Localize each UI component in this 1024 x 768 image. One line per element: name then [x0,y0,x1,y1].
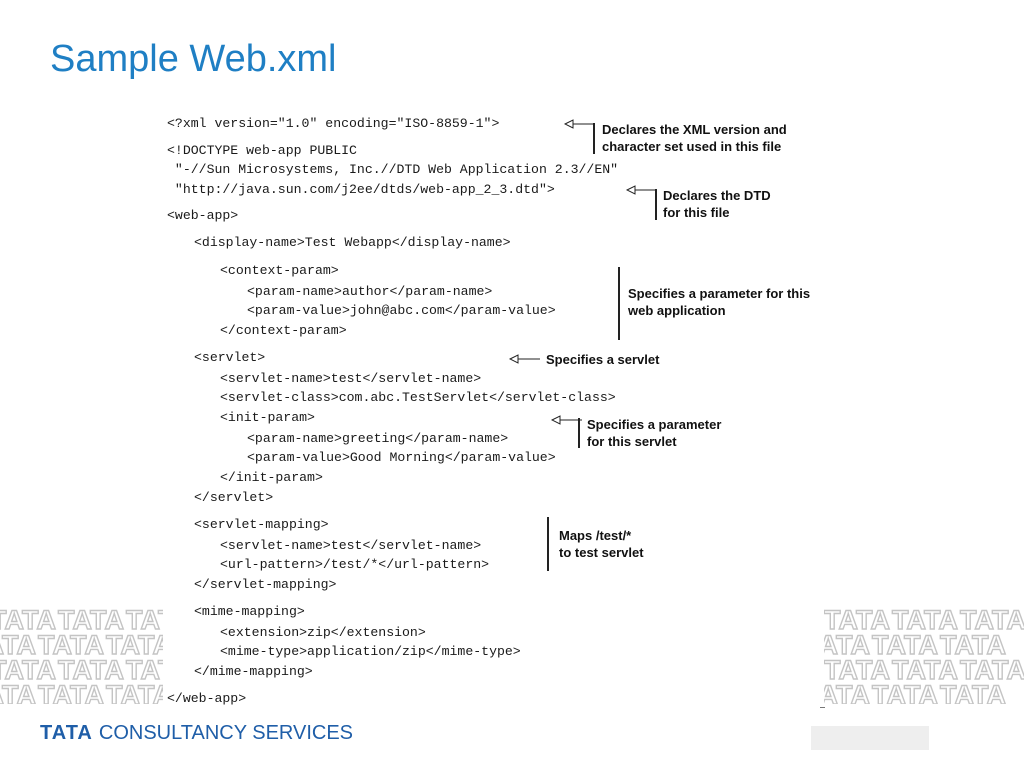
annotation-line: to test servlet [559,545,644,560]
pattern-text-l3: TATA [126,605,163,635]
annotation-line: for this servlet [587,434,677,449]
code-line: <servlet-mapping> [194,517,329,532]
code-line: <param-value>john@abc.com</param-value> [247,303,556,318]
code-line: <init-param> [220,410,315,425]
pattern-text-r4: TATA [824,630,870,660]
annotation-context-param: Specifies a parameter for this web appli… [628,285,810,319]
pattern-text-l12: TATA [106,680,163,704]
annotation-line: Specifies a parameter [587,417,722,432]
pattern-text-l4: TATA [0,630,36,660]
code-line: <url-pattern>/test/*</url-pattern> [220,557,490,572]
annotation-mapping: Maps /test/* to test servlet [559,527,644,561]
divider [820,707,825,708]
code-line: <extension>zip</extension> [220,625,426,640]
annotation-bracket [578,418,580,448]
code-line: <param-name>greeting</param-name> [247,431,509,446]
pattern-text-l7: TATA [0,655,56,685]
code-line: </servlet> [194,490,274,505]
pattern-text-l11: TATA [38,680,104,704]
annotation-bracket [593,123,595,154]
code-line: <param-name>author</param-name> [247,284,493,299]
annotation-bracket [618,267,620,340]
left-arrow-icon [509,354,540,364]
pattern-text-r8: TATA [892,655,958,685]
pattern-text-l1: TATA [0,605,56,635]
code-line: <web-app> [167,208,239,223]
pattern-text-l2: TATA [58,605,124,635]
pattern-text-r12: TATA [940,680,1006,704]
tata-pattern-right: TATA TATA TATA TATA TATA TATA TATA TATA … [824,604,1024,704]
annotation-line: Maps /test/* [559,528,632,543]
left-arrow-icon [564,119,595,129]
annotation-init-param: Specifies a parameter for this servlet [587,416,721,450]
code-line: <mime-type>application/zip</mime-type> [220,644,521,659]
slide-title: Sample Web.xml [50,38,337,80]
company-name: CONSULTANCY SERVICES [98,722,354,744]
pattern-text-r11: TATA [872,680,938,704]
pattern-text-l5: TATA [38,630,104,660]
code-line: </context-param> [220,323,347,338]
tata-pattern-right-art: TATA TATA TATA TATA TATA TATA TATA TATA … [824,604,1024,704]
pattern-text-r3: TATA [960,605,1024,635]
pattern-text-l8: TATA [58,655,124,685]
annotation-line: web application [628,303,726,318]
code-line: "-//Sun Microsystems, Inc.//DTD Web Appl… [167,162,619,177]
annotation-line: Declares the DTD [663,188,771,203]
tata-wordmark: TATA [40,722,93,744]
pattern-text-l10: TATA [0,680,36,704]
code-line: </web-app> [167,691,247,706]
code-line: "http://java.sun.com/j2ee/dtds/web-app_2… [167,182,555,197]
slide-number-box [811,726,929,750]
annotation-line: Specifies a servlet [546,352,660,367]
annotation-line: character set used in this file [602,139,782,154]
pattern-text-r6: TATA [940,630,1006,660]
code-line: <!DOCTYPE web-app PUBLIC [167,143,357,158]
code-line: </mime-mapping> [194,664,313,679]
pattern-text-r2: TATA [892,605,958,635]
code-line: </servlet-mapping> [194,577,337,592]
pattern-text-r7: TATA [824,655,890,685]
pattern-text-r9: TATA [960,655,1024,685]
annotation-line: Declares the XML version and [602,122,787,137]
code-line: <servlet-name>test</servlet-name> [220,371,482,386]
left-arrow-icon [626,185,657,195]
code-line: <?xml version="1.0" encoding="ISO-8859-1… [167,116,500,131]
code-line: </init-param> [220,470,323,485]
annotation-line: for this file [663,205,730,220]
pattern-text-l6: TATA [106,630,163,660]
code-line: <servlet-class>com.abc.TestServlet</serv… [220,390,616,405]
code-line: <context-param> [220,263,339,278]
tata-pattern-left-art: TATA TATA TATA TATA TATA TATA TATA TATA … [0,604,163,704]
code-line: <servlet> [194,350,266,365]
annotation-dtd: Declares the DTD for this file [663,187,771,221]
code-line: <display-name>Test Webapp</display-name> [194,235,511,250]
pattern-text-l9: TATA [126,655,163,685]
pattern-text-r1: TATA [824,605,890,635]
pattern-text-r5: TATA [872,630,938,660]
annotation-bracket [655,189,657,220]
tata-pattern-left: TATA TATA TATA TATA TATA TATA TATA TATA … [0,604,163,704]
pattern-text-r10: TATA [824,680,870,704]
annotation-xml-declaration: Declares the XML version and character s… [602,121,787,155]
code-line: <param-value>Good Morning</param-value> [247,450,556,465]
annotation-line: Specifies a parameter for this [628,286,811,301]
annotation-bracket [547,517,549,571]
code-line: <servlet-name>test</servlet-name> [220,538,482,553]
code-line: <mime-mapping> [194,604,305,619]
annotation-servlet: Specifies a servlet [546,351,659,368]
